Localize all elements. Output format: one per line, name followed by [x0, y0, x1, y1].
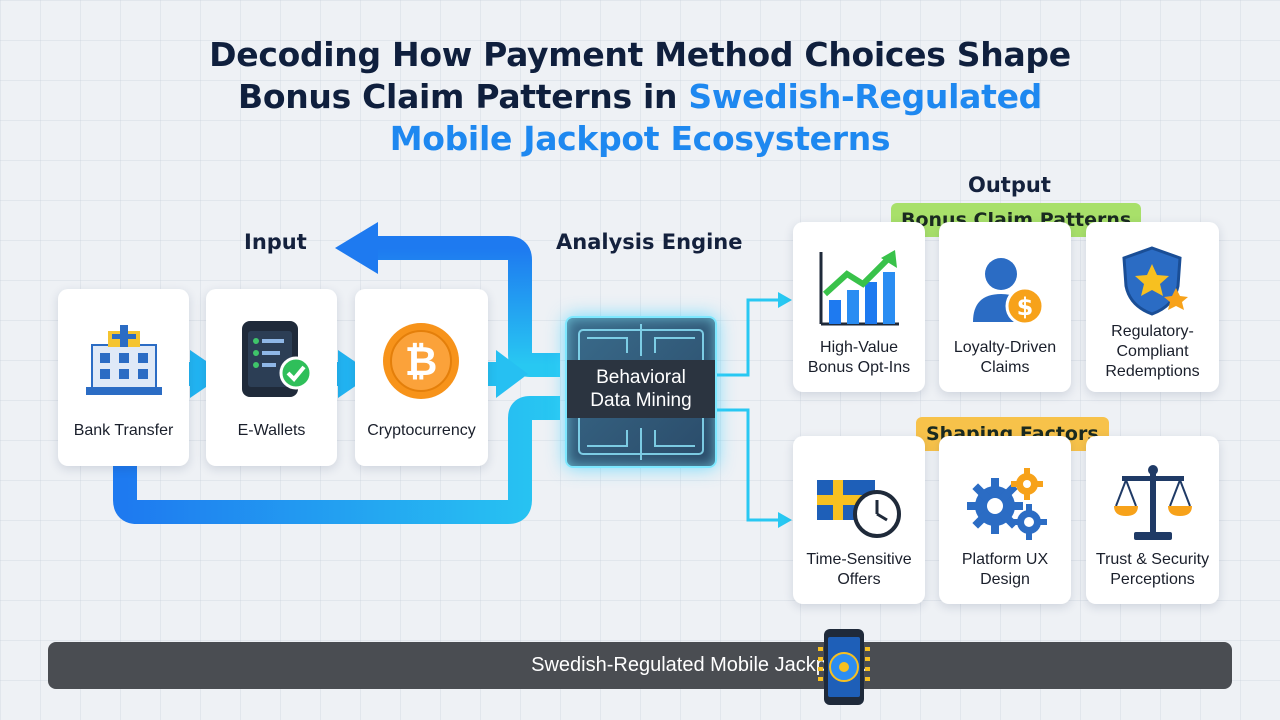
top-loop-arrow-head [335, 222, 378, 274]
engine-title-line-1: Behavioral [596, 367, 686, 388]
connector-to-output-head [778, 292, 792, 308]
phone-check-icon [242, 321, 313, 397]
connector-to-output [713, 298, 780, 377]
input-card-label: Cryptocurrency [367, 422, 476, 439]
svg-text:$: $ [1017, 293, 1034, 321]
connector-to-factors [713, 408, 780, 522]
label-line-2: Compliant [1116, 343, 1189, 360]
output-card-label: Regulatory- Compliant Redemptions [1086, 322, 1219, 382]
slot-phone-icon [818, 629, 870, 705]
footer-bar: Swedish-Regulated Mobile Jackpot E. [48, 642, 1232, 689]
label-line-1: Platform UX [961, 551, 1049, 568]
bitcoin-icon: ₿ [383, 323, 459, 399]
engine-title-line-2: Data Mining [590, 390, 692, 411]
label-line-1: High-Value [820, 339, 898, 356]
input-label: Input [244, 230, 307, 254]
engine-title: Behavioral Data Mining [567, 360, 715, 418]
engine-label: Analysis Engine [556, 230, 743, 254]
shield-star-icon [1122, 246, 1188, 316]
factor-card-trust-security: Trust & Security Perceptions [1086, 436, 1219, 604]
title-line-2-highlight: Swedish-Regulated [688, 77, 1042, 116]
analysis-engine-chip: Behavioral Data Mining [565, 316, 717, 468]
page-title: Decoding How Payment Method Choices Shap… [0, 34, 1280, 160]
svg-text:₿: ₿ [405, 339, 438, 385]
label-line-2: Offers [837, 571, 881, 588]
growth-chart-icon [819, 250, 899, 326]
title-line-2-dark: Bonus Claim Patterns in [238, 77, 689, 116]
factor-card-platform-ux: Platform UX Design [939, 436, 1071, 604]
output-card-regulatory: Regulatory- Compliant Redemptions [1086, 222, 1219, 392]
input-card-label: Bank Transfer [73, 422, 174, 439]
bottom-loop-arrow [113, 396, 560, 524]
label-line-2: Claims [980, 359, 1030, 376]
output-card-label: Loyalty-Driven Claims [939, 338, 1071, 378]
title-line-1: Decoding How Payment Method Choices Shap… [209, 35, 1071, 74]
factor-card-label: Platform UX Design [939, 550, 1071, 590]
connector-to-factors-head [778, 512, 792, 528]
factor-card-label: Time-Sensitive Offers [793, 550, 925, 590]
input-card-label: E-Wallets [237, 422, 306, 439]
gears-icon [967, 468, 1047, 540]
bank-icon [86, 325, 162, 395]
label-line-3: Redemptions [1105, 363, 1200, 380]
input-card-cryptocurrency: ₿ Cryptocurrency [355, 289, 488, 466]
output-label: Output [968, 173, 1051, 197]
input-card-bank-transfer: Bank Transfer [58, 289, 189, 466]
title-line-2: Bonus Claim Patterns in Swedish-Regulate… [0, 76, 1280, 118]
label-line-1: Trust & Security [1095, 551, 1210, 568]
label-line-2: Perceptions [1110, 571, 1195, 588]
output-card-label: High-Value Bonus Opt-Ins [793, 338, 925, 378]
label-line-1: Loyalty-Driven [953, 339, 1057, 356]
factor-card-label: Trust & Security Perceptions [1086, 550, 1219, 590]
input-card-e-wallets: E-Wallets [206, 289, 337, 466]
footer-text: Swedish-Regulated Mobile Jackpot E. [531, 654, 868, 676]
label-line-1: Regulatory- [1111, 323, 1194, 340]
factor-card-time-sensitive: Time-Sensitive Offers [793, 436, 925, 604]
output-card-loyalty: $ Loyalty-Driven Claims [939, 222, 1071, 392]
output-card-high-value: High-Value Bonus Opt-Ins [793, 222, 925, 392]
swedish-flag-clock-icon [817, 480, 901, 538]
top-loop-arrow [375, 236, 560, 377]
scales-icon [1114, 465, 1192, 540]
label-line-2: Bonus Opt-Ins [807, 359, 911, 376]
user-coin-icon: $ [973, 258, 1045, 326]
label-line-1: Time-Sensitive [806, 551, 912, 568]
label-line-2: Design [980, 571, 1030, 588]
title-line-3: Mobile Jackpot Ecosysterns [389, 119, 891, 158]
